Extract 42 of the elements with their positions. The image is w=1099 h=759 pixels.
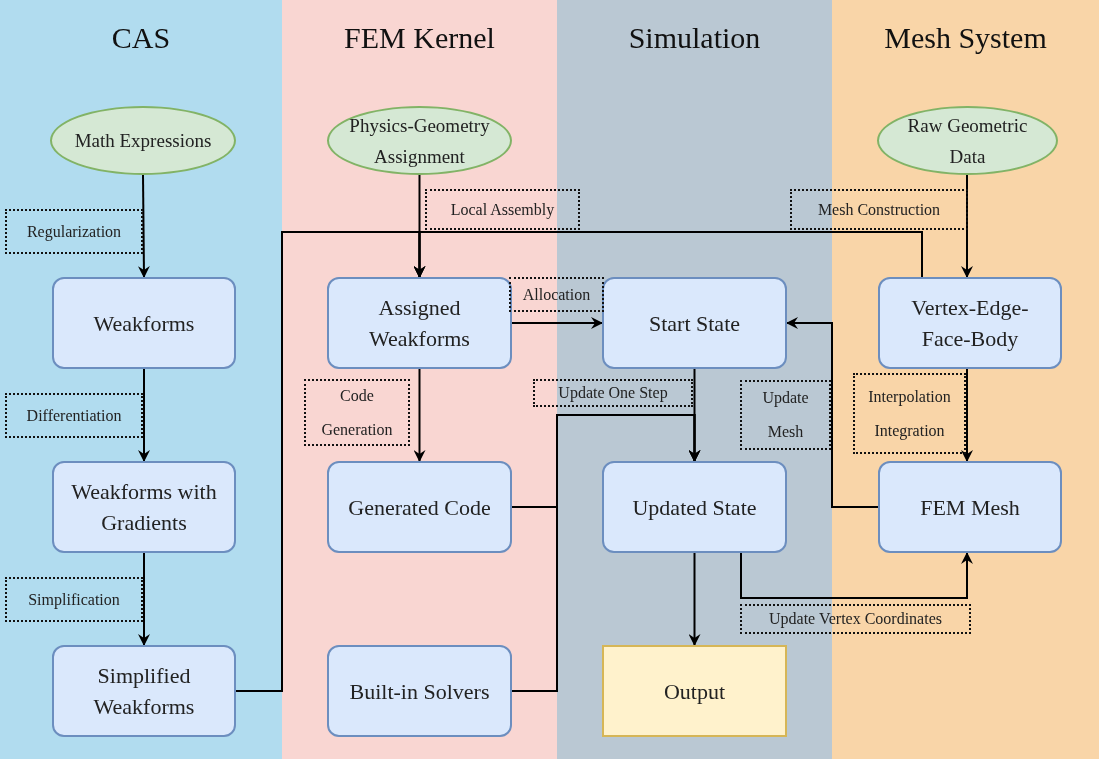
process-box: Assigned Weakforms — [327, 277, 512, 369]
arrow — [511, 414, 701, 692]
process-box: Weakforms — [52, 277, 236, 369]
edge-label: Code Generation — [304, 379, 410, 446]
arrow — [137, 174, 150, 278]
edge-label: Interpolation Integration — [853, 373, 966, 454]
start-ellipse: Math Expressions — [50, 106, 236, 175]
arrow — [688, 552, 701, 646]
arrow — [961, 368, 973, 462]
arrow — [138, 368, 150, 462]
process-box: Built-in Solvers — [327, 645, 512, 737]
edge-label: Allocation — [509, 277, 604, 312]
arrow — [511, 317, 603, 329]
arrow — [138, 552, 150, 646]
edge-label: Differentiation — [5, 393, 143, 438]
lane-heading: Simulation — [627, 20, 762, 56]
arrow — [786, 317, 879, 508]
arrow — [413, 231, 923, 278]
process-box: Weakforms with Gradients — [52, 461, 236, 553]
start-ellipse: Raw Geometric Data — [877, 106, 1058, 175]
lane-heading: FEM Kernel — [343, 20, 496, 56]
process-box: Updated State — [602, 461, 787, 553]
lane-heading: Mesh System — [883, 20, 1048, 56]
edge-label: Mesh Construction — [790, 189, 968, 230]
edge-label: Update One Step — [533, 379, 693, 407]
process-box: Simplified Weakforms — [52, 645, 236, 737]
process-box: FEM Mesh — [878, 461, 1062, 553]
arrow — [961, 174, 973, 278]
arrow — [413, 368, 426, 462]
start-ellipse: Physics-Geometry Assignment — [327, 106, 512, 175]
arrow — [740, 552, 973, 599]
lane-heading: CAS — [110, 20, 172, 56]
output-box: Output — [602, 645, 787, 737]
edge-label: Update Mesh — [740, 380, 831, 450]
edge-label: Regularization — [5, 209, 143, 254]
process-box: Generated Code — [327, 461, 512, 553]
edge-label: Simplification — [5, 577, 143, 622]
swimlane — [0, 0, 282, 759]
edge-label: Update Vertex Coordinates — [740, 604, 971, 634]
edge-label: Local Assembly — [425, 189, 580, 230]
process-box: Start State — [602, 277, 787, 369]
process-box: Vertex-Edge-Face-Body — [878, 277, 1062, 369]
